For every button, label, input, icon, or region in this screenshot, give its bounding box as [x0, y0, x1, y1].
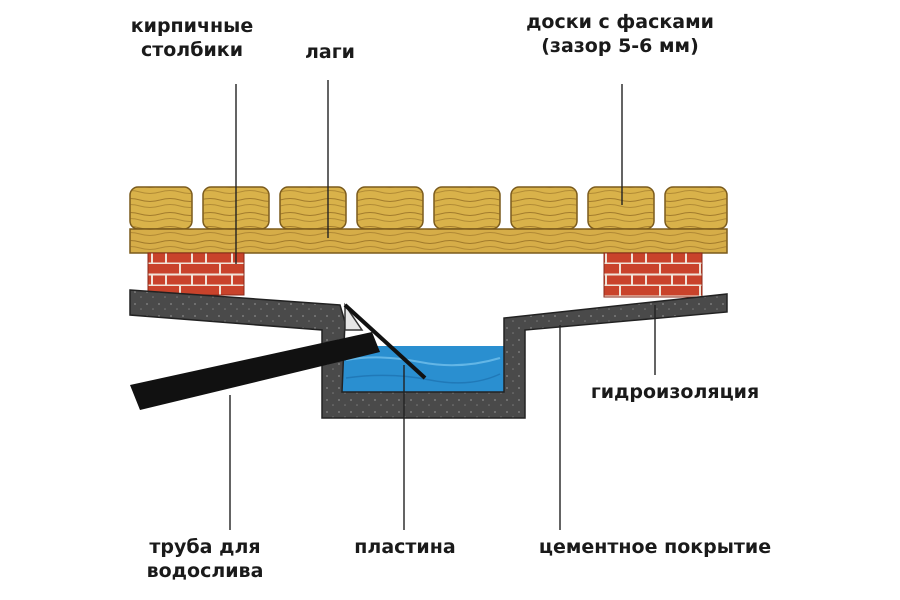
drain-plate-edge — [343, 303, 427, 380]
label-drain-pipe: труба для водослива — [146, 536, 264, 582]
label-waterproofing: гидроизоляция — [590, 381, 760, 403]
label-cement-coating: цементное покрытие — [538, 536, 772, 558]
floor-boards — [129, 186, 728, 230]
board — [280, 187, 346, 229]
joist — [129, 228, 728, 254]
label-chamfered-boards: доски с фасками (зазор 5-6 мм) — [526, 11, 714, 57]
drain-pipe — [130, 332, 380, 410]
leader-lines — [229, 80, 656, 530]
board — [434, 187, 500, 229]
board — [665, 187, 727, 229]
label-brick-pillars: кирпичные столбики — [130, 15, 254, 61]
board — [130, 187, 192, 229]
board — [588, 187, 654, 229]
board — [511, 187, 577, 229]
label-joists: лаги — [305, 41, 355, 63]
label-plate: пластина — [354, 536, 456, 558]
brick-pillar-right — [603, 252, 703, 298]
brick-pillar-left — [147, 252, 245, 296]
board — [357, 187, 423, 229]
